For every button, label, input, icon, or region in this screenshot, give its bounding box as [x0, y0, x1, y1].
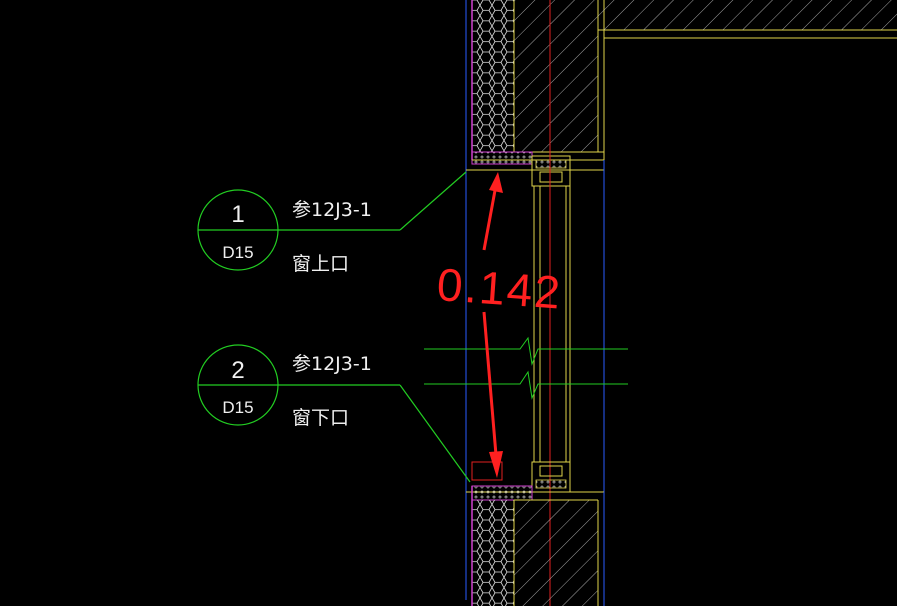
callout-2: 2 D15 参12J3-1 窗下口	[197, 344, 471, 483]
down-arrow-icon	[489, 451, 503, 478]
callout-2-leader	[399, 384, 471, 483]
callout-1-leader	[399, 171, 467, 231]
up-arrow-icon	[489, 172, 503, 193]
dimension-value: 0.142	[435, 258, 563, 319]
upper-insulation	[472, 0, 514, 152]
break-line	[424, 336, 628, 400]
red-dimension-annotation: 0.142	[435, 172, 564, 478]
callout-1-number: 1	[231, 201, 244, 228]
callout-2-reference: 参12J3-1	[292, 353, 372, 375]
callout-2-number: 2	[231, 357, 244, 384]
lower-insulation	[472, 500, 514, 606]
upper-concrete	[514, 0, 598, 152]
lower-arrow-shaft	[482, 311, 498, 456]
lower-concrete	[514, 500, 598, 606]
callout-2-sheet: D15	[222, 398, 253, 417]
upper-wall	[465, 0, 897, 600]
lower-wall	[466, 485, 605, 606]
callout-2-description: 窗下口	[292, 407, 349, 429]
callout-1: 1 D15 参12J3-1 窗上口	[197, 171, 467, 275]
window-frame	[466, 0, 605, 606]
callout-1-sheet: D15	[222, 243, 253, 262]
upper-arrow-shaft	[482, 184, 498, 251]
callout-1-reference: 参12J3-1	[292, 199, 372, 221]
callout-1-description: 窗上口	[292, 253, 349, 275]
